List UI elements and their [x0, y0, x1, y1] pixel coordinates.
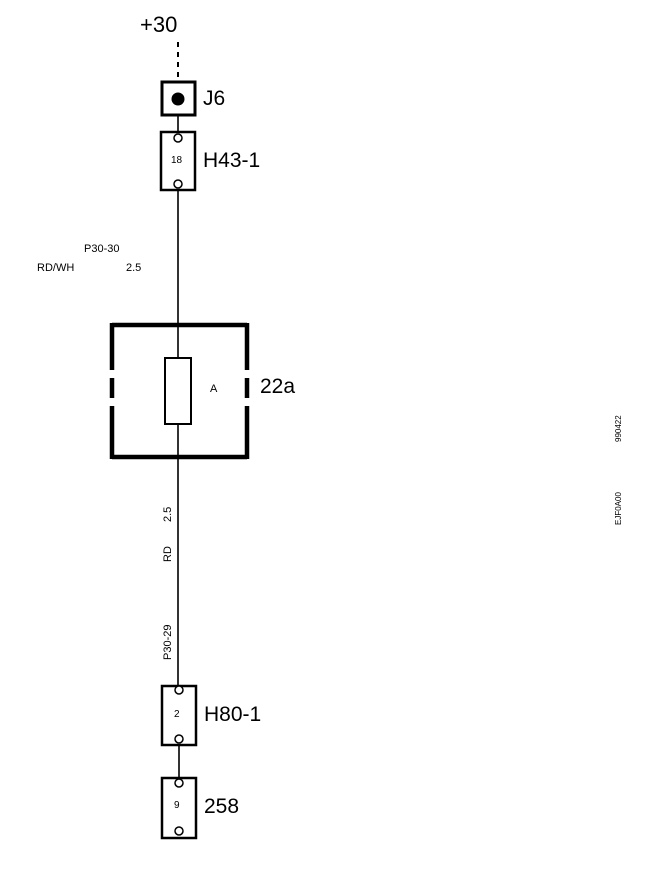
j6-node-dot [171, 92, 185, 106]
h80-pin-number: 2 [174, 709, 180, 720]
side-code-ref: EJF0A00 [614, 492, 623, 525]
supply-label: +30 [140, 12, 177, 37]
wire-upper-color: RD/WH [37, 262, 74, 274]
fuse-label: 22a [260, 375, 295, 398]
fuse-box[interactable]: A [109, 322, 250, 460]
h80-pin-bottom [174, 734, 184, 744]
wire-lower-size: 2.5 [162, 507, 174, 522]
c258-pin-number: 9 [174, 800, 180, 811]
side-code-date: 990422 [614, 415, 623, 442]
h43-pin-number: 18 [171, 155, 183, 166]
h80-pin-top [174, 685, 184, 695]
wire-upper-size: 2.5 [126, 262, 141, 274]
wire-upper-circuit: P30-30 [84, 243, 119, 255]
fuse-rating: A [210, 383, 218, 395]
c258-pin-bottom [174, 826, 184, 836]
c258-connector[interactable]: 9 [160, 776, 198, 840]
wire-lower-circuit: P30-29 [162, 625, 174, 660]
j6-splice[interactable] [160, 80, 197, 117]
c258-label: 258 [204, 795, 239, 818]
h43-connector[interactable]: 18 [159, 130, 197, 192]
h43-pin-top [173, 133, 183, 143]
j6-label: J6 [203, 87, 225, 110]
h43-label: H43-1 [203, 149, 260, 172]
h80-label: H80-1 [204, 703, 261, 726]
wire-lower-color: RD [162, 546, 174, 562]
h43-pin-bottom [173, 179, 183, 189]
fuse-element[interactable] [164, 357, 192, 425]
h80-connector[interactable]: 2 [160, 684, 198, 747]
c258-pin-top [174, 778, 184, 788]
